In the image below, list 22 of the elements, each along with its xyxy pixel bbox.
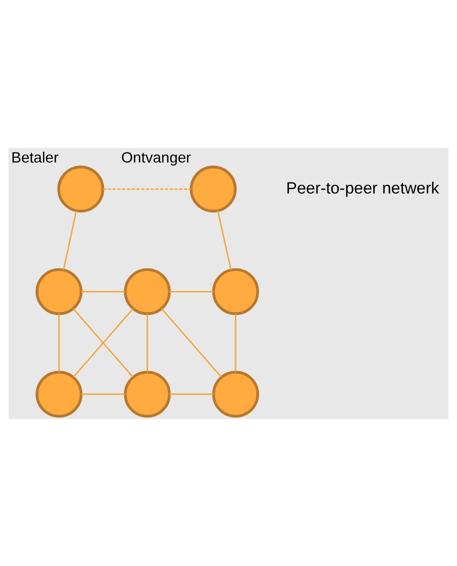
connector [58,313,60,372]
node-circle [57,165,104,212]
node-circle [212,268,260,315]
node-circle [124,268,171,315]
connector [62,210,77,270]
connector [81,290,126,292]
node-circle [212,370,260,418]
connector [169,290,214,292]
node-label: Betaler [11,149,59,166]
label: Peer-to-peer netwerk [286,178,440,197]
connector [81,393,126,394]
node-circle [36,370,82,418]
connector [161,308,222,377]
connector [146,313,148,372]
connector [103,188,192,190]
node-label: Ontvanger [121,149,192,166]
connector [234,313,236,372]
node-circle [124,370,171,418]
connector [217,210,232,270]
connector [169,393,214,394]
node-circle [190,165,237,212]
node-circle [36,268,82,315]
